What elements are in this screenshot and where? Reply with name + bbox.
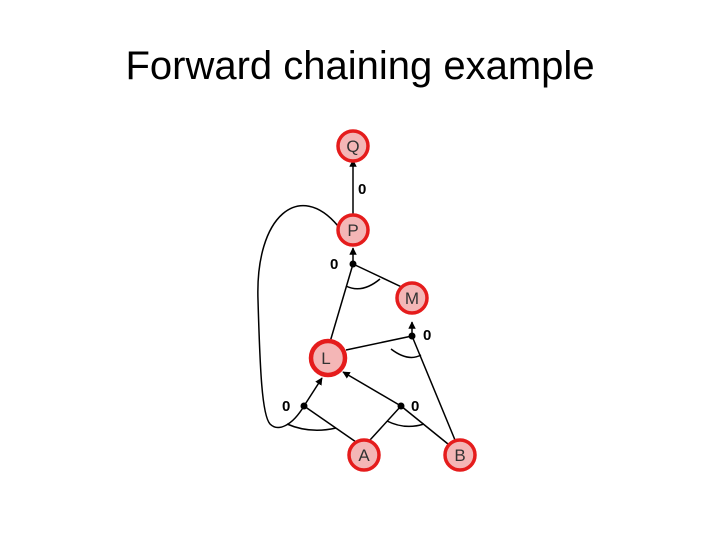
and-arc-P (345, 278, 381, 290)
junction-dot-L (300, 402, 308, 410)
edge-M-junctionP (352, 263, 409, 291)
and-arc-M (390, 348, 422, 359)
node-P: P (336, 213, 370, 247)
edge-L-junctionM (345, 335, 413, 351)
counter-M: 0 (423, 327, 431, 344)
node-M-label: M (405, 289, 419, 308)
node-Q-label: Q (346, 137, 359, 156)
edge-junction-L2 (342, 371, 402, 407)
node-L-label: L (321, 349, 330, 368)
counter-P: 0 (330, 256, 338, 273)
junction-dot-L2 (397, 402, 405, 410)
junction-dots (300, 260, 416, 410)
node-A-label: A (358, 446, 370, 465)
nodes: Q P M L A B (308, 129, 477, 472)
node-Q: Q (336, 129, 370, 163)
junction-dot-P (349, 260, 357, 268)
edge-A-junctionL (303, 405, 357, 443)
and-arc-L (286, 423, 337, 431)
page-title: Forward chaining example (125, 44, 595, 88)
edge-B-junctionL2 (400, 405, 449, 445)
node-P-label: P (347, 221, 358, 240)
node-B: B (443, 438, 477, 472)
edge-B-junctionM (411, 335, 456, 441)
node-L: L (308, 338, 348, 378)
edge-L-junctionP (329, 263, 354, 343)
counter-Q: 0 (358, 181, 366, 198)
node-M: M (395, 281, 429, 315)
edge-junction-L (303, 377, 323, 407)
junction-dot-M (408, 332, 416, 340)
counter-AB: 0 (411, 398, 419, 415)
node-B-label: B (454, 446, 465, 465)
counter-labels: 0 0 0 0 0 (282, 181, 431, 415)
edge-A-junctionL2 (369, 405, 402, 441)
edge-P-junctionL-loop (257, 205, 339, 429)
edges (257, 159, 456, 445)
counter-L: 0 (282, 398, 290, 415)
and-arc-L2 (386, 420, 425, 428)
node-A: A (347, 438, 381, 472)
